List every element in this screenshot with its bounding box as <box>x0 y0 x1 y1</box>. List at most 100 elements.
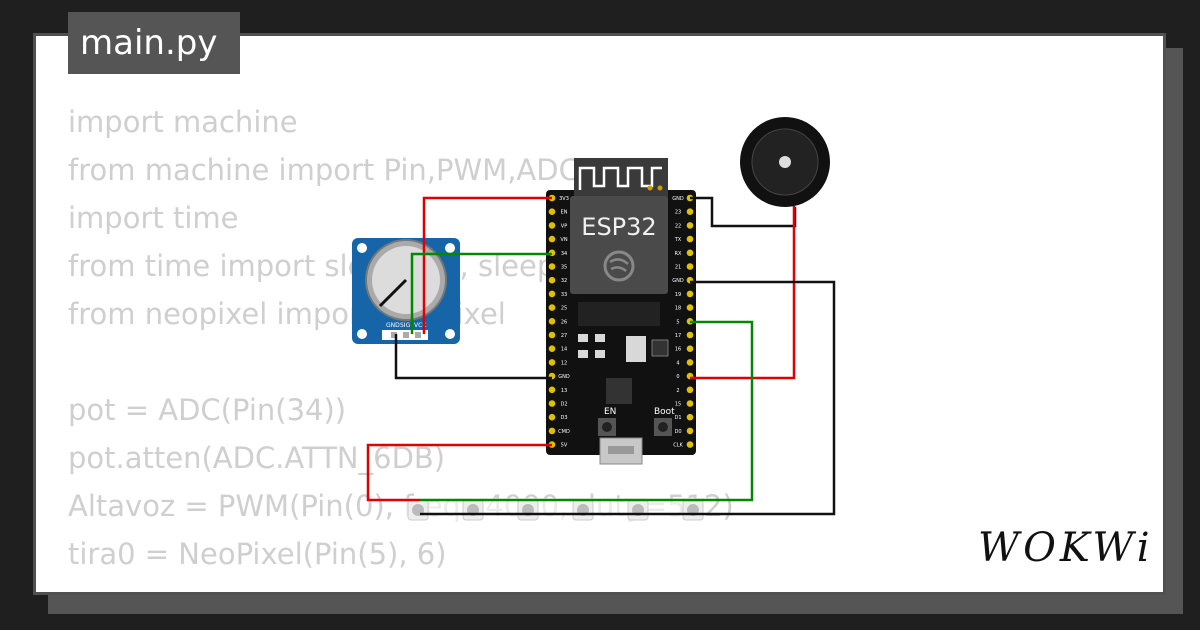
esp32-board[interactable]: ESP32 EN Boot 3V3ENVPVN34353233252627141… <box>546 158 696 465</box>
pin-label: VP <box>561 223 567 229</box>
pin-label: 4 <box>676 360 679 366</box>
pin-label: 5V <box>561 443 568 449</box>
pin-label: RX <box>675 251 682 257</box>
pin-label: 13 <box>561 388 567 394</box>
pin-right-15[interactable] <box>686 400 694 407</box>
pin-right-8[interactable] <box>686 304 694 311</box>
pin-left-1[interactable] <box>548 208 556 215</box>
pin-left-15[interactable] <box>548 400 556 407</box>
pin-label: 14 <box>561 347 567 353</box>
pin-left-2[interactable] <box>548 222 556 229</box>
esp32-pin-headers[interactable]: 3V3ENVPVN343532332526271412GND13D2D3CMD5… <box>548 194 694 449</box>
pin-label: 0 <box>676 374 679 380</box>
micro-usb-port <box>599 437 643 465</box>
pot-pin-sig: SIG <box>400 322 411 329</box>
wire-3v3-to-pot-vcc <box>422 196 552 334</box>
pin-right-12[interactable] <box>686 359 694 366</box>
pin-label: 16 <box>675 347 681 353</box>
wire-gnd-to-strip <box>420 280 836 516</box>
wire-0-to-buzzer <box>690 206 796 380</box>
pin-left-14[interactable] <box>548 386 556 394</box>
pin-label: 33 <box>561 292 567 298</box>
pin-label: 23 <box>675 210 681 216</box>
pin-label: 15 <box>675 402 681 408</box>
code-preview: import machine from machine import Pin,PW… <box>68 98 734 578</box>
pin-right-17[interactable] <box>686 427 694 435</box>
pin-label: 25 <box>561 306 567 312</box>
pin-right-11[interactable] <box>686 345 694 353</box>
en-label: EN <box>604 407 616 417</box>
code-line: tira0 = NeoPixel(Pin(5), 6) <box>68 537 447 571</box>
wire-34-to-pot-sig <box>410 252 552 334</box>
pin-label: 21 <box>675 265 681 271</box>
pin-label: 27 <box>561 333 567 339</box>
pin-left-12[interactable] <box>548 359 556 366</box>
pin-label: 12 <box>561 360 567 366</box>
wire-5v-to-strip <box>366 443 552 502</box>
wires <box>366 196 836 516</box>
antenna-area <box>574 158 668 202</box>
pin-right-4[interactable] <box>686 249 694 257</box>
pin-left-11[interactable] <box>548 345 556 353</box>
pin-right-7[interactable] <box>686 290 694 298</box>
pin-label: D0 <box>674 429 681 435</box>
pin-right-10[interactable] <box>686 331 694 339</box>
pin-left-3[interactable] <box>548 235 556 243</box>
pin-right-3[interactable] <box>686 235 694 243</box>
pin-label: 18 <box>675 306 681 312</box>
code-line: from machine import Pin,PWM,ADC <box>68 153 579 187</box>
pin-right-2[interactable] <box>686 222 694 229</box>
pin-label: 26 <box>561 319 567 325</box>
pin-label: GND <box>672 196 684 202</box>
pin-label: CLK <box>673 443 683 449</box>
espressif-logo-icon <box>603 250 635 282</box>
pin-label: D2 <box>560 402 567 408</box>
pin-label: CMD <box>558 429 570 435</box>
pin-left-7[interactable] <box>548 290 556 298</box>
pot-pin-vcc: VCC <box>414 322 426 329</box>
pin-label: 17 <box>675 333 681 339</box>
usb-chip <box>606 378 632 404</box>
code-line: from time import sleep_ms, sleep <box>68 249 556 283</box>
pin-label: TX <box>674 237 682 243</box>
pin-right-16[interactable] <box>686 413 694 421</box>
pin-label: D3 <box>560 415 567 421</box>
pin-left-10[interactable] <box>548 331 556 339</box>
pin-right-5[interactable] <box>686 263 694 270</box>
pin-left-9[interactable] <box>548 318 556 325</box>
pin-left-5[interactable] <box>548 263 556 270</box>
pin-left-6[interactable] <box>548 276 556 284</box>
pin-label: GND <box>672 278 684 284</box>
pin-label: 32 <box>561 278 567 284</box>
code-line: import time <box>68 201 239 235</box>
esp32-module <box>570 196 668 294</box>
pin-left-17[interactable] <box>548 427 556 435</box>
pin-label: 35 <box>561 265 567 271</box>
pin-label: 19 <box>675 292 681 298</box>
pin-label: 22 <box>675 223 681 229</box>
buzzer[interactable] <box>740 117 830 207</box>
code-line: pot.atten(ADC.ATTN_6DB) <box>68 441 446 475</box>
pin-label: 34 <box>561 251 567 257</box>
pin-right-1[interactable] <box>686 208 694 215</box>
file-tab[interactable]: main.py <box>68 12 240 74</box>
pin-right-18[interactable] <box>686 441 694 448</box>
code-line: import machine <box>68 105 298 139</box>
pin-label: GND <box>558 374 570 380</box>
wire-gnd-to-pot-gnd <box>394 334 552 380</box>
neopixel-strip[interactable] <box>400 498 704 522</box>
pin-label: D1 <box>674 415 681 421</box>
boot-label: Boot <box>654 407 675 417</box>
pin-left-8[interactable] <box>548 304 556 311</box>
pin-label: EN <box>561 210 568 216</box>
code-line: pot = ADC(Pin(34)) <box>68 393 347 427</box>
pin-label: 5 <box>676 319 679 325</box>
pin-label: 3V3 <box>559 196 569 202</box>
pot-pin-gnd: GND <box>386 322 400 329</box>
wire-5-to-strip-din <box>420 320 754 502</box>
pin-label: 2 <box>676 388 679 394</box>
pin-left-16[interactable] <box>548 413 556 421</box>
esp32-label: ESP32 <box>581 213 656 241</box>
pin-right-14[interactable] <box>686 386 694 394</box>
